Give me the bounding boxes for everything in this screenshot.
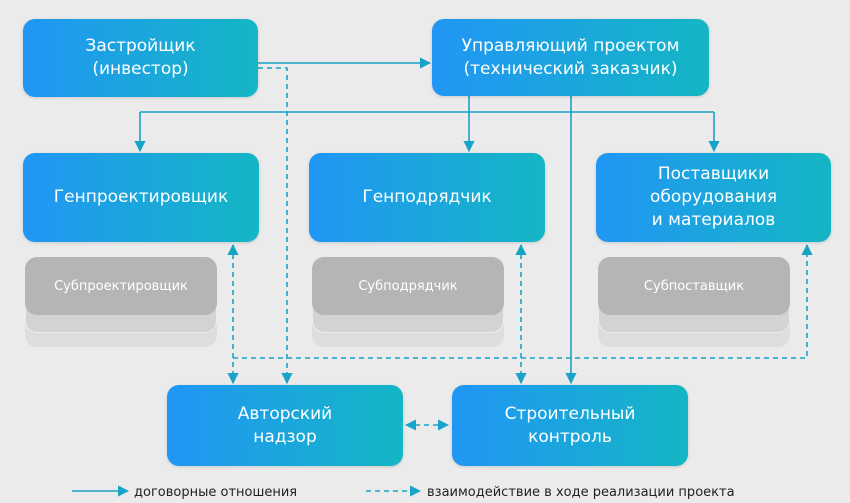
project-manager-box: Управляющий проектом (технический заказч… [432,19,709,96]
construction-control-label: Строительный контроль [504,403,636,447]
legend-contractual-label: договорные отношения [134,485,298,500]
suppliers-box: Поставщики оборудования и материалов [596,153,831,242]
construction-control-box: Строительный контроль [452,385,688,466]
subdesigner-stack: Субпроектировщик [25,257,217,349]
subdesigner-label: Субпроектировщик [54,278,188,294]
general-designer-label: Генпроектировщик [53,187,229,207]
general-designer-box: Генпроектировщик [23,153,259,242]
general-contractor-box: Генподрядчик [309,153,545,242]
developer-label: Застройщик (инвестор) [85,36,196,79]
subsupplier-stack: Субпоставщик [598,257,790,349]
legend-interaction-label: взаимодействие в ходе реализации проекта [427,485,735,500]
general-contractor-label: Генподрядчик [362,187,492,207]
subdesigner-box: Субпроектировщик [25,257,217,315]
author-supervision-label: Авторский надзор [237,403,333,447]
subsupplier-label: Субпоставщик [643,278,745,294]
link-suppliers-interaction [233,243,813,359]
project-manager-label: Управляющий проектом (технический заказч… [461,35,680,79]
subsupplier-box: Субпоставщик [598,257,790,315]
subcontractor-stack: Субподрядчик [312,257,504,349]
author-supervision-box: Авторский надзор [167,385,403,466]
subcontractor-box: Субподрядчик [312,257,504,315]
link-developer-to-author [258,67,293,385]
suppliers-label: Поставщики оборудования и материалов [649,164,778,230]
developer-box: Застройщик (инвестор) [23,19,258,97]
subcontractor-label: Субподрядчик [358,278,458,294]
